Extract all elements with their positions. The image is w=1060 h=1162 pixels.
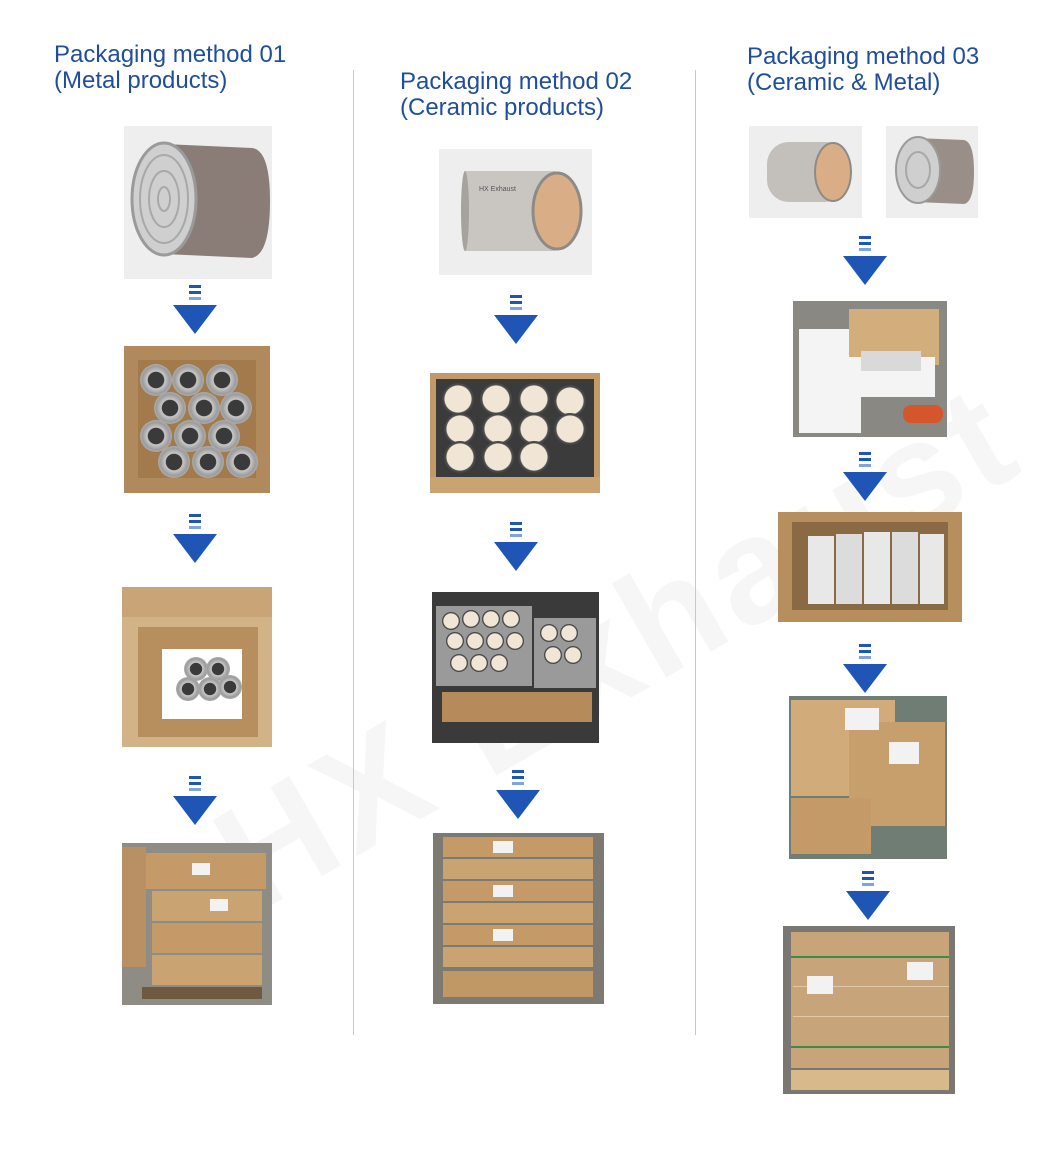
stacked-cartons-photo — [122, 843, 272, 1005]
wrapped-pallet-photo — [783, 926, 955, 1094]
carton-with-metal-substrates-photo — [122, 587, 272, 747]
down-arrow-icon — [173, 776, 217, 825]
ceramic-substrate-photo: HX Exhaust — [439, 149, 592, 275]
down-arrow-icon — [494, 295, 538, 344]
ceramic-trays-photo — [432, 592, 599, 743]
column-3-title: Packaging method 03 (Ceramic & Metal) — [747, 44, 979, 96]
metal-substrate-small-photo — [886, 126, 978, 218]
sealed-cartons-photo — [789, 696, 947, 859]
down-arrow-icon — [843, 452, 887, 501]
boxed-ceramic-substrates-photo — [430, 373, 600, 493]
boxed-metal-substrates-photo — [124, 346, 270, 493]
palletized-cartons-photo — [433, 833, 604, 1004]
ceramic-substrate-small-photo — [749, 126, 862, 218]
down-arrow-icon — [494, 522, 538, 571]
column-3-title-line2: (Ceramic & Metal) — [747, 69, 941, 96]
column-1-title: Packaging method 01 (Metal products) — [54, 42, 286, 94]
column-2-title-line1: Packaging method 02 — [400, 68, 633, 95]
down-arrow-icon — [843, 236, 887, 285]
column-divider — [353, 70, 354, 1035]
column-1-title-line2: (Metal products) — [54, 67, 228, 94]
metal-substrate-photo — [124, 126, 272, 279]
column-1-title-line1: Packaging method 01 — [54, 41, 287, 68]
column-2-title: Packaging method 02 (Ceramic products) — [400, 69, 632, 121]
svg-text:HX Exhaust: HX Exhaust — [479, 186, 516, 193]
down-arrow-icon — [173, 514, 217, 563]
column-divider — [695, 70, 696, 1035]
down-arrow-icon — [173, 285, 217, 334]
down-arrow-icon — [846, 871, 890, 920]
column-3-title-line1: Packaging method 03 — [747, 43, 980, 70]
white-box-packaging-photo — [793, 301, 947, 437]
column-2-title-line2: (Ceramic products) — [400, 94, 605, 121]
white-boxes-in-carton-photo — [778, 512, 962, 622]
down-arrow-icon — [496, 770, 540, 819]
down-arrow-icon — [843, 644, 887, 693]
